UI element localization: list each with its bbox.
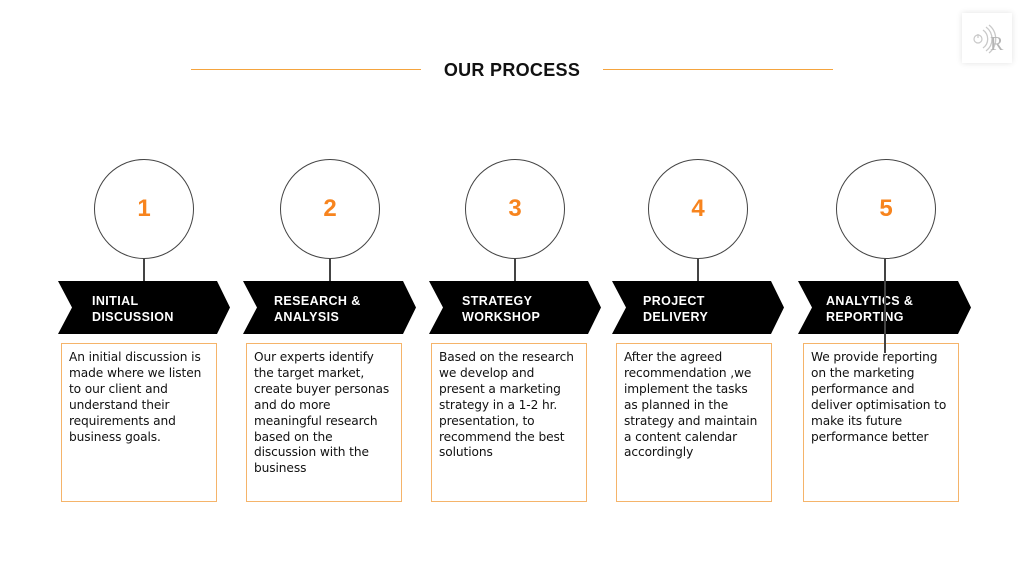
step-description-box: Our experts identify the target market, … — [246, 343, 402, 502]
connector-line — [697, 259, 699, 283]
step-title: RESEARCH & ANALYSIS — [274, 294, 361, 324]
step-number-circle: 5 — [836, 159, 936, 259]
header: OUR PROCESS — [0, 58, 1024, 82]
step-number-circle: 1 — [94, 159, 194, 259]
step-description-box: After the agreed recommendation ,we impl… — [616, 343, 772, 502]
step-chevron: INITIAL DISCUSSION — [58, 281, 230, 334]
connector-line — [514, 259, 516, 283]
step-description-box: We provide reporting on the marketing pe… — [803, 343, 959, 502]
connector-line — [329, 259, 331, 283]
step-number: 5 — [879, 195, 893, 222]
step-title: INITIAL DISCUSSION — [92, 294, 174, 324]
svg-text:R: R — [990, 33, 1004, 55]
step-number: 3 — [508, 195, 522, 222]
connector-line — [884, 259, 886, 353]
step-number-circle: 4 — [648, 159, 748, 259]
step-description: We provide reporting on the marketing pe… — [811, 350, 947, 444]
step-chevron: PROJECT DELIVERY — [612, 281, 784, 334]
step-title: ANALYTICS & REPORTING — [826, 294, 914, 324]
step-title: STRATEGY WORKSHOP — [462, 294, 541, 324]
step-description: An initial discussion is made where we l… — [69, 350, 202, 444]
title-divider-left — [191, 69, 421, 70]
brand-logo: R — [962, 13, 1012, 63]
step-title: PROJECT DELIVERY — [643, 294, 709, 324]
step-description-box: An initial discussion is made where we l… — [61, 343, 217, 502]
step-chevron: RESEARCH & ANALYSIS — [243, 281, 416, 334]
title-divider-right — [603, 69, 833, 70]
connector-line — [143, 259, 145, 283]
step-number: 1 — [137, 195, 151, 222]
step-number: 2 — [323, 195, 337, 222]
step-number-circle: 2 — [280, 159, 380, 259]
page-title: OUR PROCESS — [443, 60, 581, 80]
step-description: Based on the research we develop and pre… — [439, 350, 574, 460]
step-description: Our experts identify the target market, … — [254, 350, 390, 476]
step-number-circle: 3 — [465, 159, 565, 259]
step-description-box: Based on the research we develop and pre… — [431, 343, 587, 502]
step-description: After the agreed recommendation ,we impl… — [624, 350, 758, 460]
step-number: 4 — [691, 195, 705, 222]
step-chevron: STRATEGY WORKSHOP — [429, 281, 601, 334]
radio-waves-r-logo-icon: R — [973, 24, 1004, 55]
